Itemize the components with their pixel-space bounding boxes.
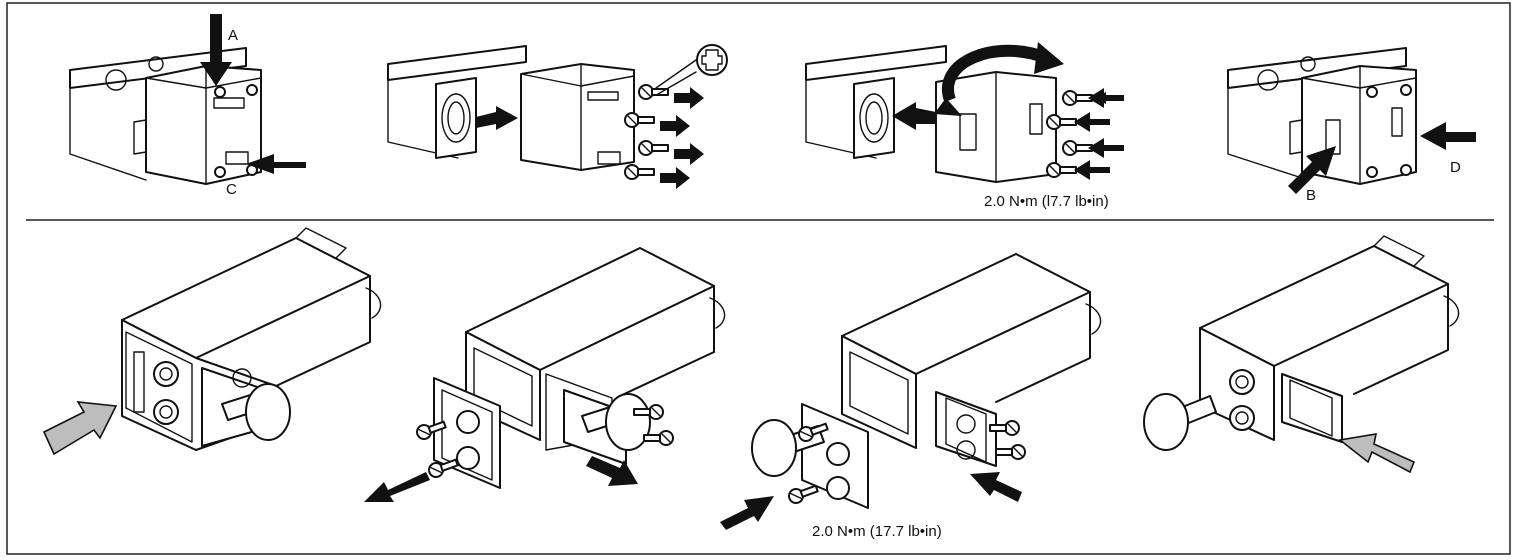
bottom-step-1 [42, 227, 382, 456]
label-d: D [1450, 159, 1461, 176]
label-b: B [1306, 187, 1316, 204]
top-step-2 [387, 44, 728, 189]
rotate-arrow-icon [934, 42, 1064, 116]
top-step-4: B D [1227, 47, 1476, 204]
bottom-step-2 [364, 247, 726, 502]
top-step-3: 2.0 N•m (l7.7 lb•in) [805, 42, 1128, 210]
phillips-screwdriver-icon [655, 44, 728, 95]
label-c: C [226, 181, 237, 198]
push-arrow-icon [42, 401, 118, 456]
label-a: A [228, 27, 238, 44]
torque-label-bottom: 2.0 N•m (17.7 lb•in) [812, 523, 942, 540]
torque-label-top: 2.0 N•m (l7.7 lb•in) [984, 193, 1109, 210]
bottom-step-4 [1143, 235, 1460, 474]
top-step-1: A C [69, 14, 306, 198]
installation-diagram: A C [6, 2, 1511, 555]
diagram-border [6, 2, 1511, 555]
bottom-step-3: 2.0 N•m (17.7 lb•in) [720, 253, 1102, 540]
